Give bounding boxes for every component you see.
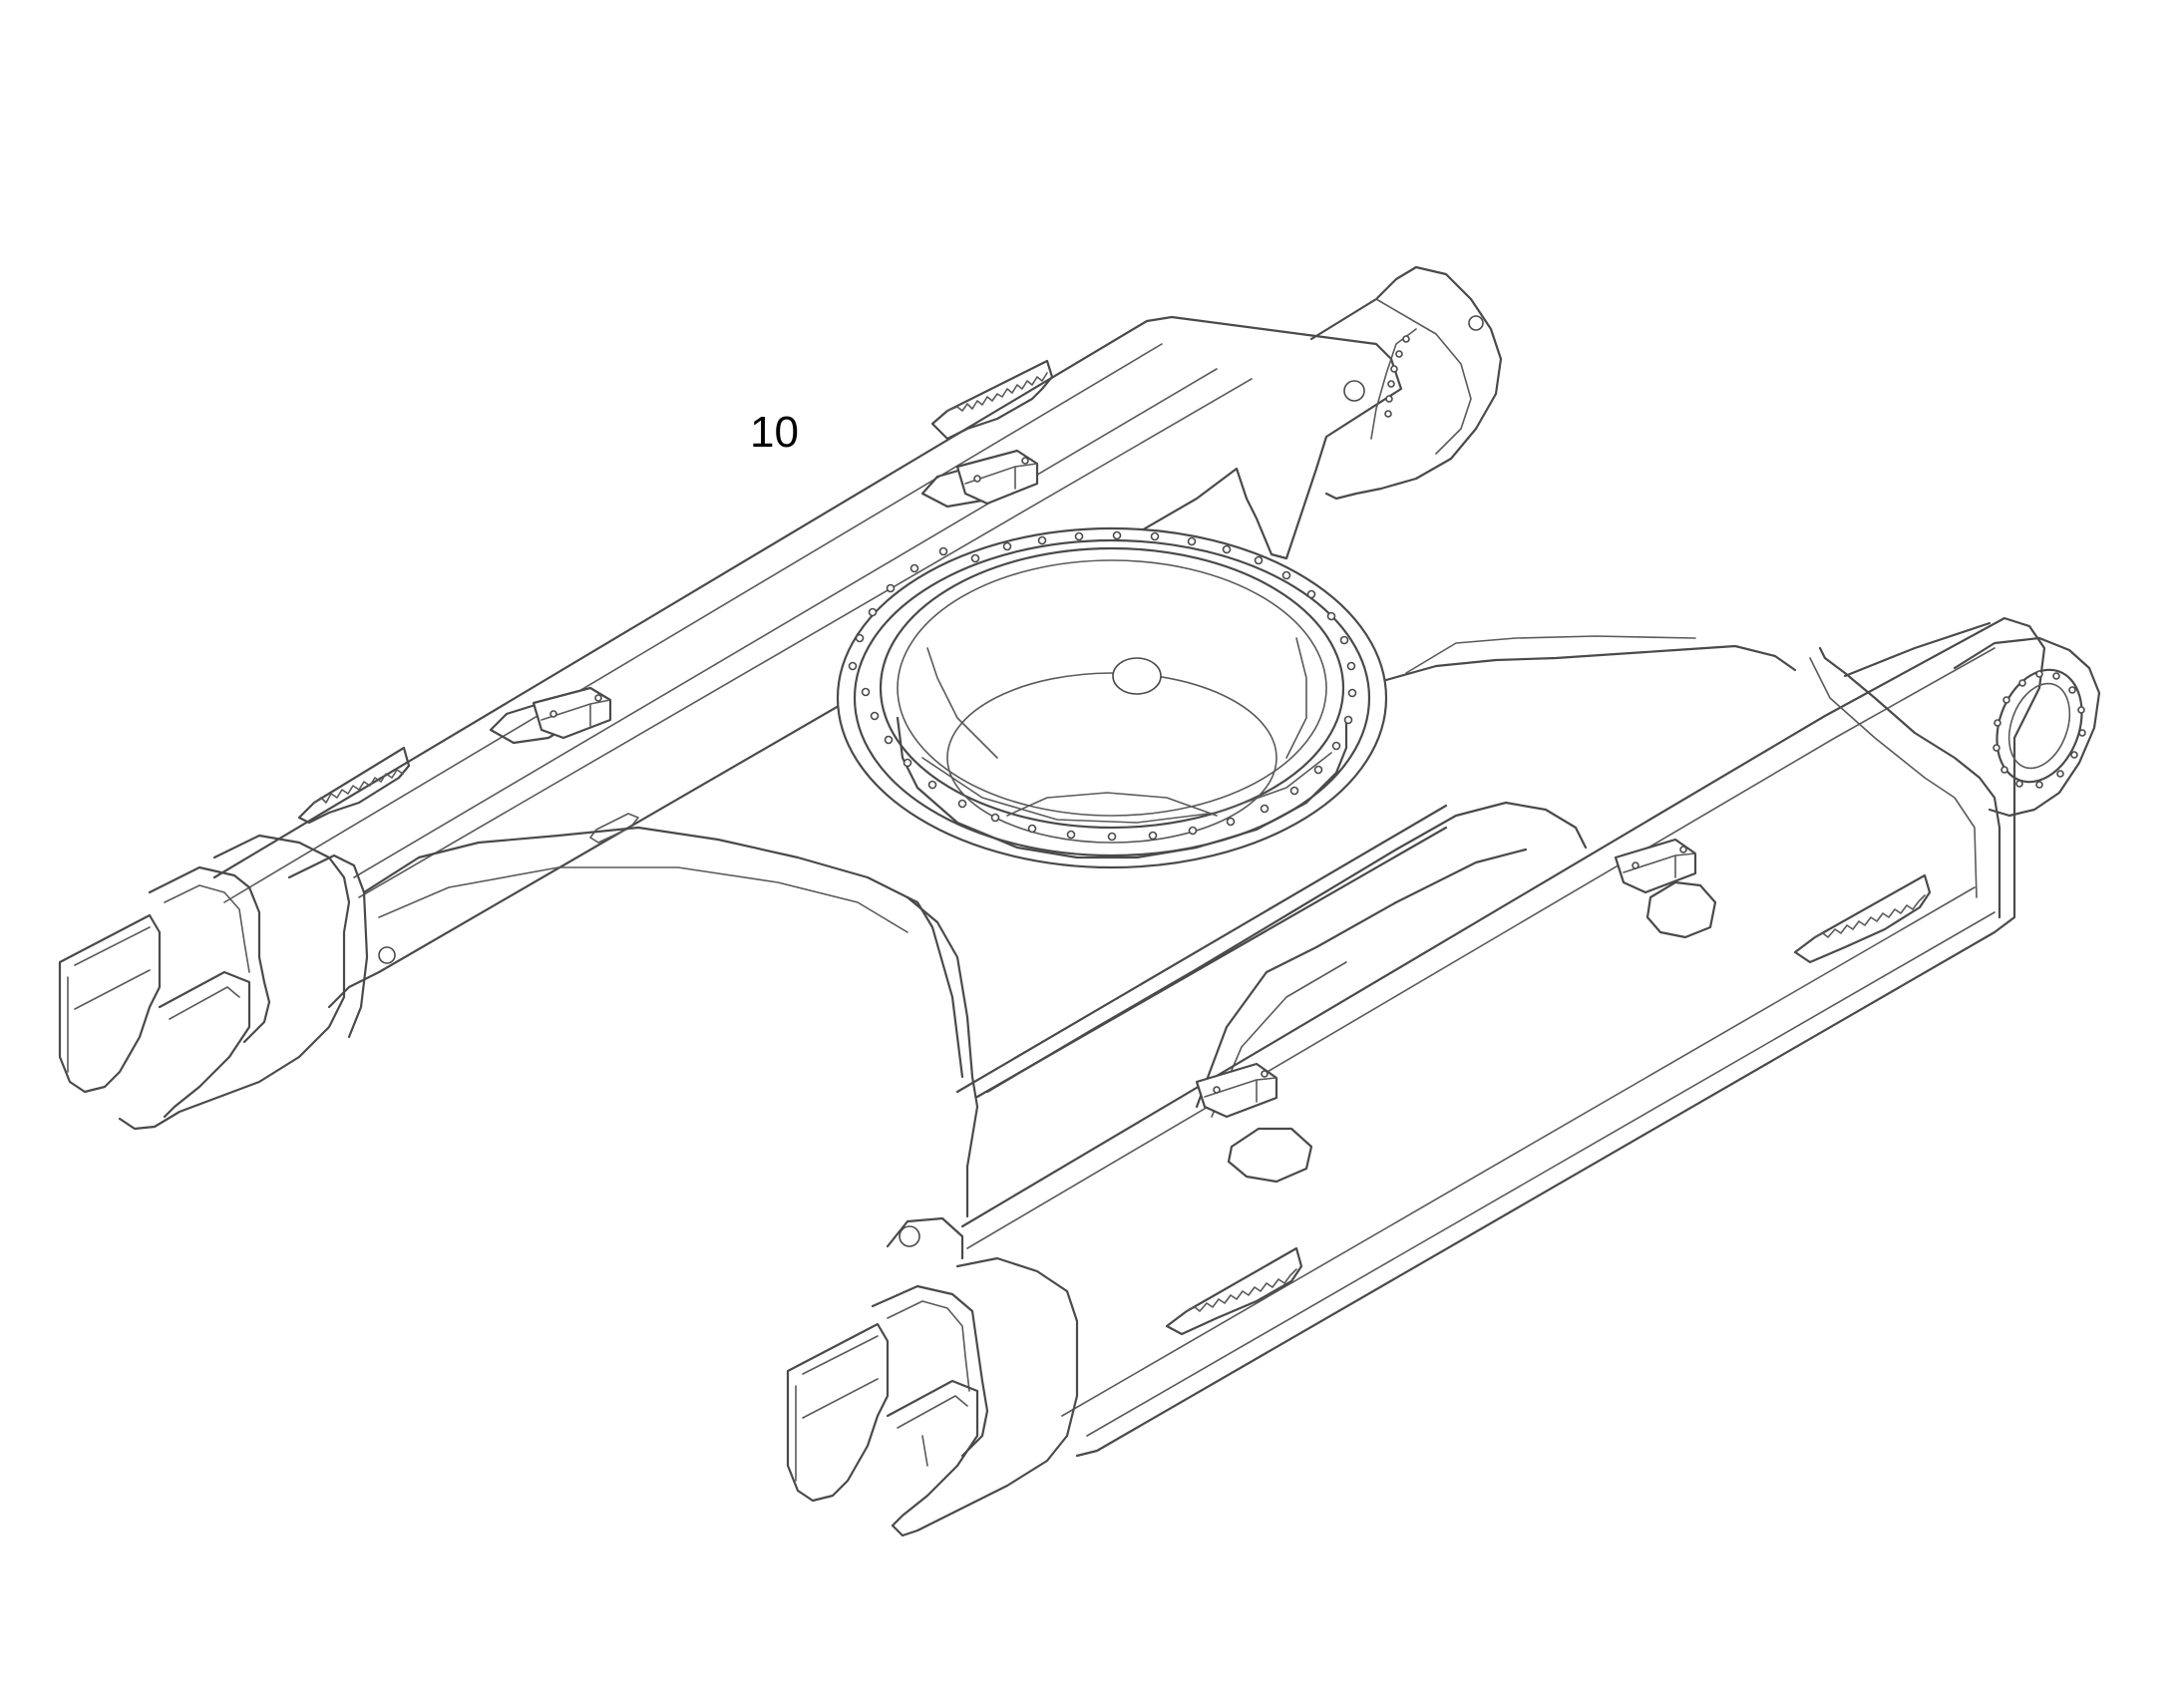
center-frame — [362, 635, 1797, 1218]
left-track-front-end — [58, 834, 396, 1131]
left-track-frame — [212, 265, 1503, 1009]
right-track-front-end — [786, 1216, 1079, 1537]
idler-bolt-holes-right — [1993, 670, 2086, 789]
idler-bolt-holes-left — [1384, 335, 1410, 418]
part-callout-10: 10 — [750, 408, 799, 457]
slew-ring — [836, 526, 1388, 869]
slew-ring-bolt-holes — [848, 530, 1357, 842]
right-track-frame — [960, 616, 2101, 1458]
